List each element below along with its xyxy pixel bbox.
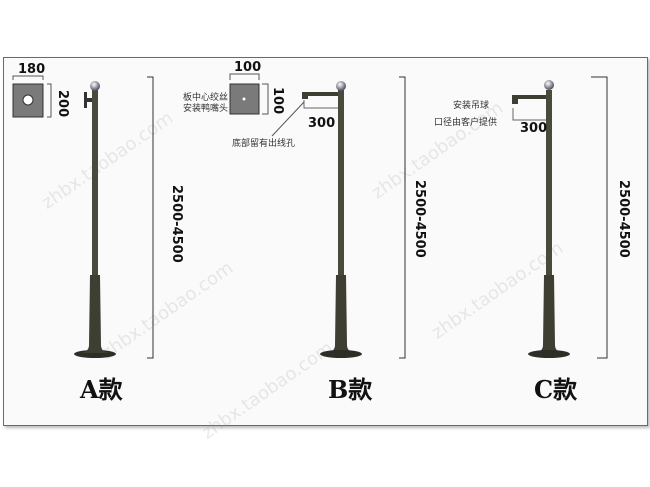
- a-plate-height: 200: [55, 90, 70, 118]
- b-note-hole: 底部留有出线孔: [232, 139, 296, 149]
- b-plate-width: 100: [234, 60, 262, 75]
- b-note-plate-1: 板中心绞丝: [183, 93, 229, 103]
- model-c-label: C款: [534, 375, 578, 404]
- c-arm-length: 300: [520, 121, 548, 136]
- b-height-range: 2500-4500: [412, 180, 427, 258]
- c-note-ball-2: 口径由客户提供: [434, 118, 498, 128]
- b-plate-height: 100: [270, 87, 285, 115]
- diagram-frame: [3, 57, 648, 426]
- pole-b: [229, 73, 406, 359]
- b-arm-length: 300: [308, 116, 336, 131]
- a-height-range: 2500-4500: [169, 185, 184, 263]
- b-note-plate-2: 安装鸭嘴头: [183, 104, 229, 114]
- c-note-ball-1: 安装吊球: [453, 101, 490, 111]
- model-a-label: A款: [80, 375, 123, 404]
- c-height-range: 2500-4500: [616, 180, 631, 258]
- pole-a: [12, 75, 154, 359]
- pole-c: [512, 76, 608, 359]
- a-plate-width: 180: [18, 62, 46, 77]
- model-b-label: B款: [328, 375, 373, 404]
